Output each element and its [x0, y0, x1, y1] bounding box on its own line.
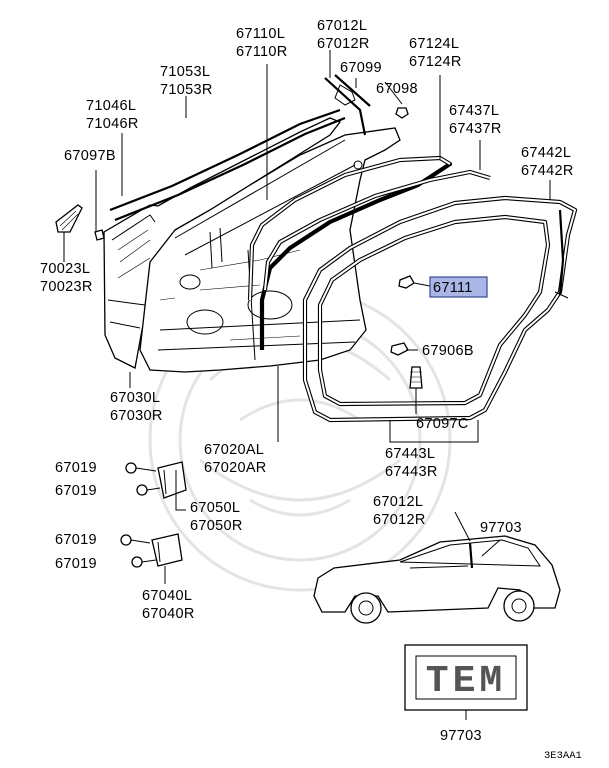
label-67098: 67098: [376, 81, 418, 97]
car-silhouette: [313, 511, 561, 624]
trim-plate: TEM: [404, 644, 528, 720]
diagram-code: 3E3AA1: [544, 750, 582, 762]
door-hinge-upper: [125, 461, 187, 511]
label-67111: 67111: [433, 280, 473, 296]
highlight-67111: [429, 276, 488, 298]
label-97703-bot: 97703: [440, 728, 482, 744]
label-67097B: 67097B: [64, 148, 116, 164]
plate-text: TEM: [426, 660, 506, 703]
label-67019-c: 67019: [55, 532, 97, 548]
label-67906B: 67906B: [422, 343, 474, 359]
label-67097C: 67097C: [416, 416, 469, 432]
label-67019-a: 67019: [55, 460, 97, 476]
label-67019-d: 67019: [55, 556, 97, 572]
label-67019-b: 67019: [55, 483, 97, 499]
label-67099: 67099: [340, 60, 382, 76]
door-weatherstrip: [302, 195, 578, 423]
door-hinge-lower: [120, 533, 183, 584]
label-97703-top: 97703: [480, 520, 522, 536]
small-fasteners: [55, 84, 423, 389]
leader-lines: [63, 50, 551, 443]
window-channels: [109, 74, 491, 350]
